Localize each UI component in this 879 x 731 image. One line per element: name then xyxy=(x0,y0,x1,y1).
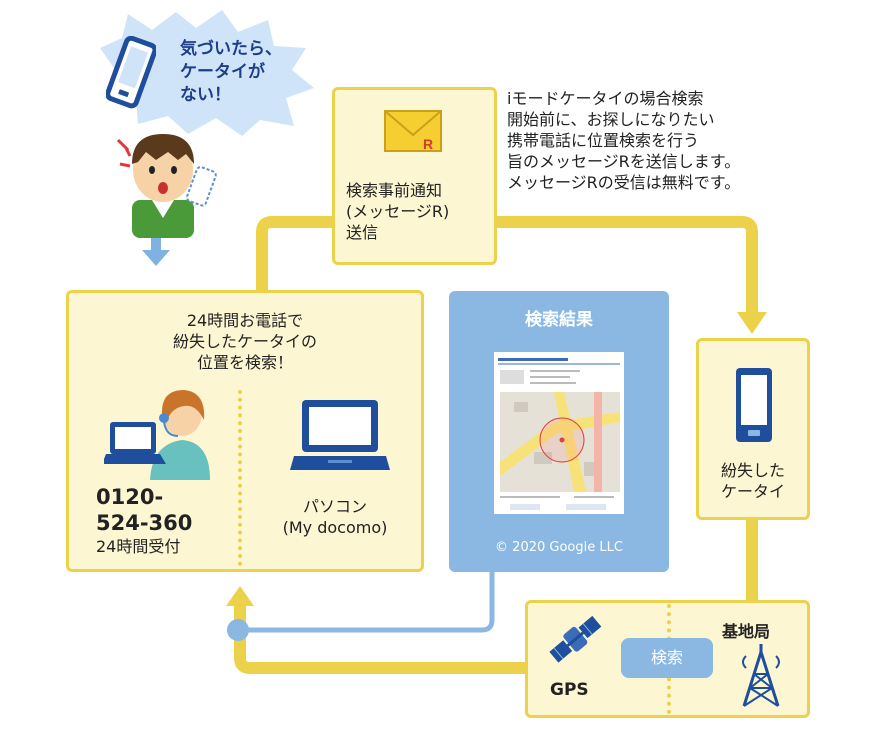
arrow-down-to-phone xyxy=(737,312,767,334)
phone-search-heading: 24時間お電話で 紛失したケータイの 位置を検索！ xyxy=(172,311,317,372)
result-connector-dot xyxy=(227,619,249,641)
notice-box xyxy=(332,87,497,265)
satellite-icon xyxy=(549,615,602,663)
divider xyxy=(238,390,242,566)
phone-number: 0120- 524-360 xyxy=(96,485,193,535)
arrow-up-to-search xyxy=(226,586,254,606)
lost-phone-icon xyxy=(736,368,772,442)
envelope-mark: R xyxy=(423,136,433,152)
pc-label: パソコン (My docomo) xyxy=(282,497,388,537)
base-station-icon xyxy=(742,644,780,707)
envelope-icon: R xyxy=(384,110,442,152)
search-label: 検索 xyxy=(621,638,713,678)
gps-label: GPS xyxy=(550,680,589,700)
laptop-icon xyxy=(290,400,390,470)
notice-label: 検索事前通知 (メッセージR) 送信 xyxy=(346,181,450,242)
speech-text: 気づいたら、 ケータイが ない！ xyxy=(180,39,282,105)
surprised-person-icon xyxy=(116,134,217,238)
operator-icon xyxy=(104,390,210,480)
speech-burst xyxy=(100,10,314,136)
mobile-phone-icon xyxy=(106,36,156,109)
description-text: iモードケータイの場合検索 開始前に、お探しになりたい 携帯電話に位置検索を行う… xyxy=(507,89,741,192)
hours-label: 24時間受付 xyxy=(96,537,181,556)
result-title: 検索結果 xyxy=(525,310,593,330)
lost-phone-label: 紛失した ケータイ xyxy=(720,461,785,501)
map-screenshot xyxy=(494,352,624,514)
arrow-down-blue xyxy=(142,250,170,266)
copyright-text: © 2020 Google LLC xyxy=(495,540,623,555)
base-station-label: 基地局 xyxy=(722,622,771,641)
